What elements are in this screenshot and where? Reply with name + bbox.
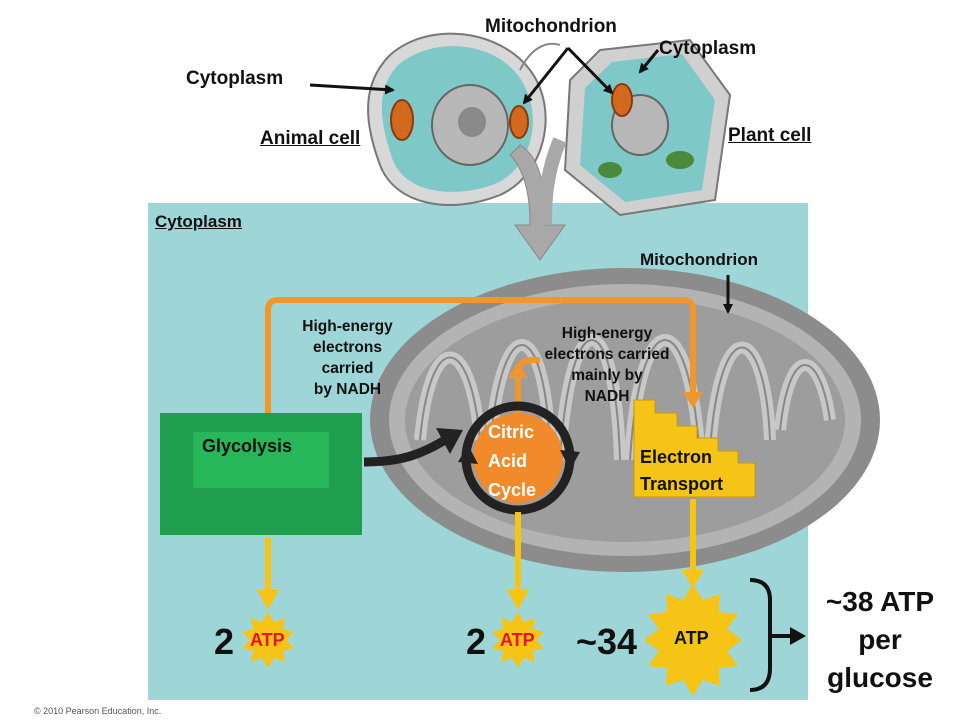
label-nadh-mid: High-energy electrons carried mainly by … — [544, 325, 670, 405]
label-citric-acid-cycle: Citric Acid Cycle — [488, 422, 537, 500]
mitochondrion-illustration — [370, 268, 880, 572]
glycolysis-to-citric-arrow — [363, 436, 448, 467]
gray-arrow — [509, 144, 566, 261]
label-plant-cell: Plant cell — [728, 125, 812, 146]
label-cytoplasm-panel: Cytoplasm — [155, 212, 242, 231]
label-electron-transport: Electron Transport — [640, 447, 724, 494]
label-animal-cell: Animal cell — [260, 128, 361, 149]
total-bracket — [749, 578, 772, 692]
atp-count-mid: 2 — [466, 621, 487, 662]
atp-count-right: ~34 — [576, 621, 638, 662]
label-nadh-left: High-energy electrons carried by NADH — [302, 318, 393, 398]
label-glycolysis: Glycolysis — [202, 436, 293, 456]
animal-cell-illustration — [367, 32, 561, 206]
atp-label-left: ATP — [250, 630, 285, 650]
atp-arrows-yellow — [265, 499, 696, 592]
copyright: © 2010 Pearson Education, Inc. — [34, 706, 162, 716]
label-cytoplasm-left: Cytoplasm — [186, 68, 284, 89]
electron-transport-box — [633, 399, 756, 498]
label-total-atp: ~38 ATP per glucose — [825, 586, 935, 693]
atp-label-big: ATP — [674, 628, 709, 648]
atp-label-mid: ATP — [500, 630, 535, 650]
atp-star-left — [242, 612, 294, 668]
atp-count-left: 2 — [214, 621, 235, 662]
pointer-mito-left — [522, 47, 570, 105]
pointer-cytoplasm-left — [309, 83, 395, 95]
label-mitochondrion-top: Mitochondrion — [485, 16, 617, 37]
pointer-mito-right — [566, 46, 614, 95]
atp-star-mid — [492, 612, 544, 668]
label-cytoplasm-right: Cytoplasm — [659, 38, 757, 59]
atp-star-big — [644, 584, 742, 696]
label-mitochondrion-panel: Mitochondrion — [640, 250, 759, 269]
pointer-cytoplasm-right — [638, 49, 660, 74]
citric-acid-cycle — [458, 401, 580, 515]
plant-cell-illustration — [563, 38, 732, 217]
